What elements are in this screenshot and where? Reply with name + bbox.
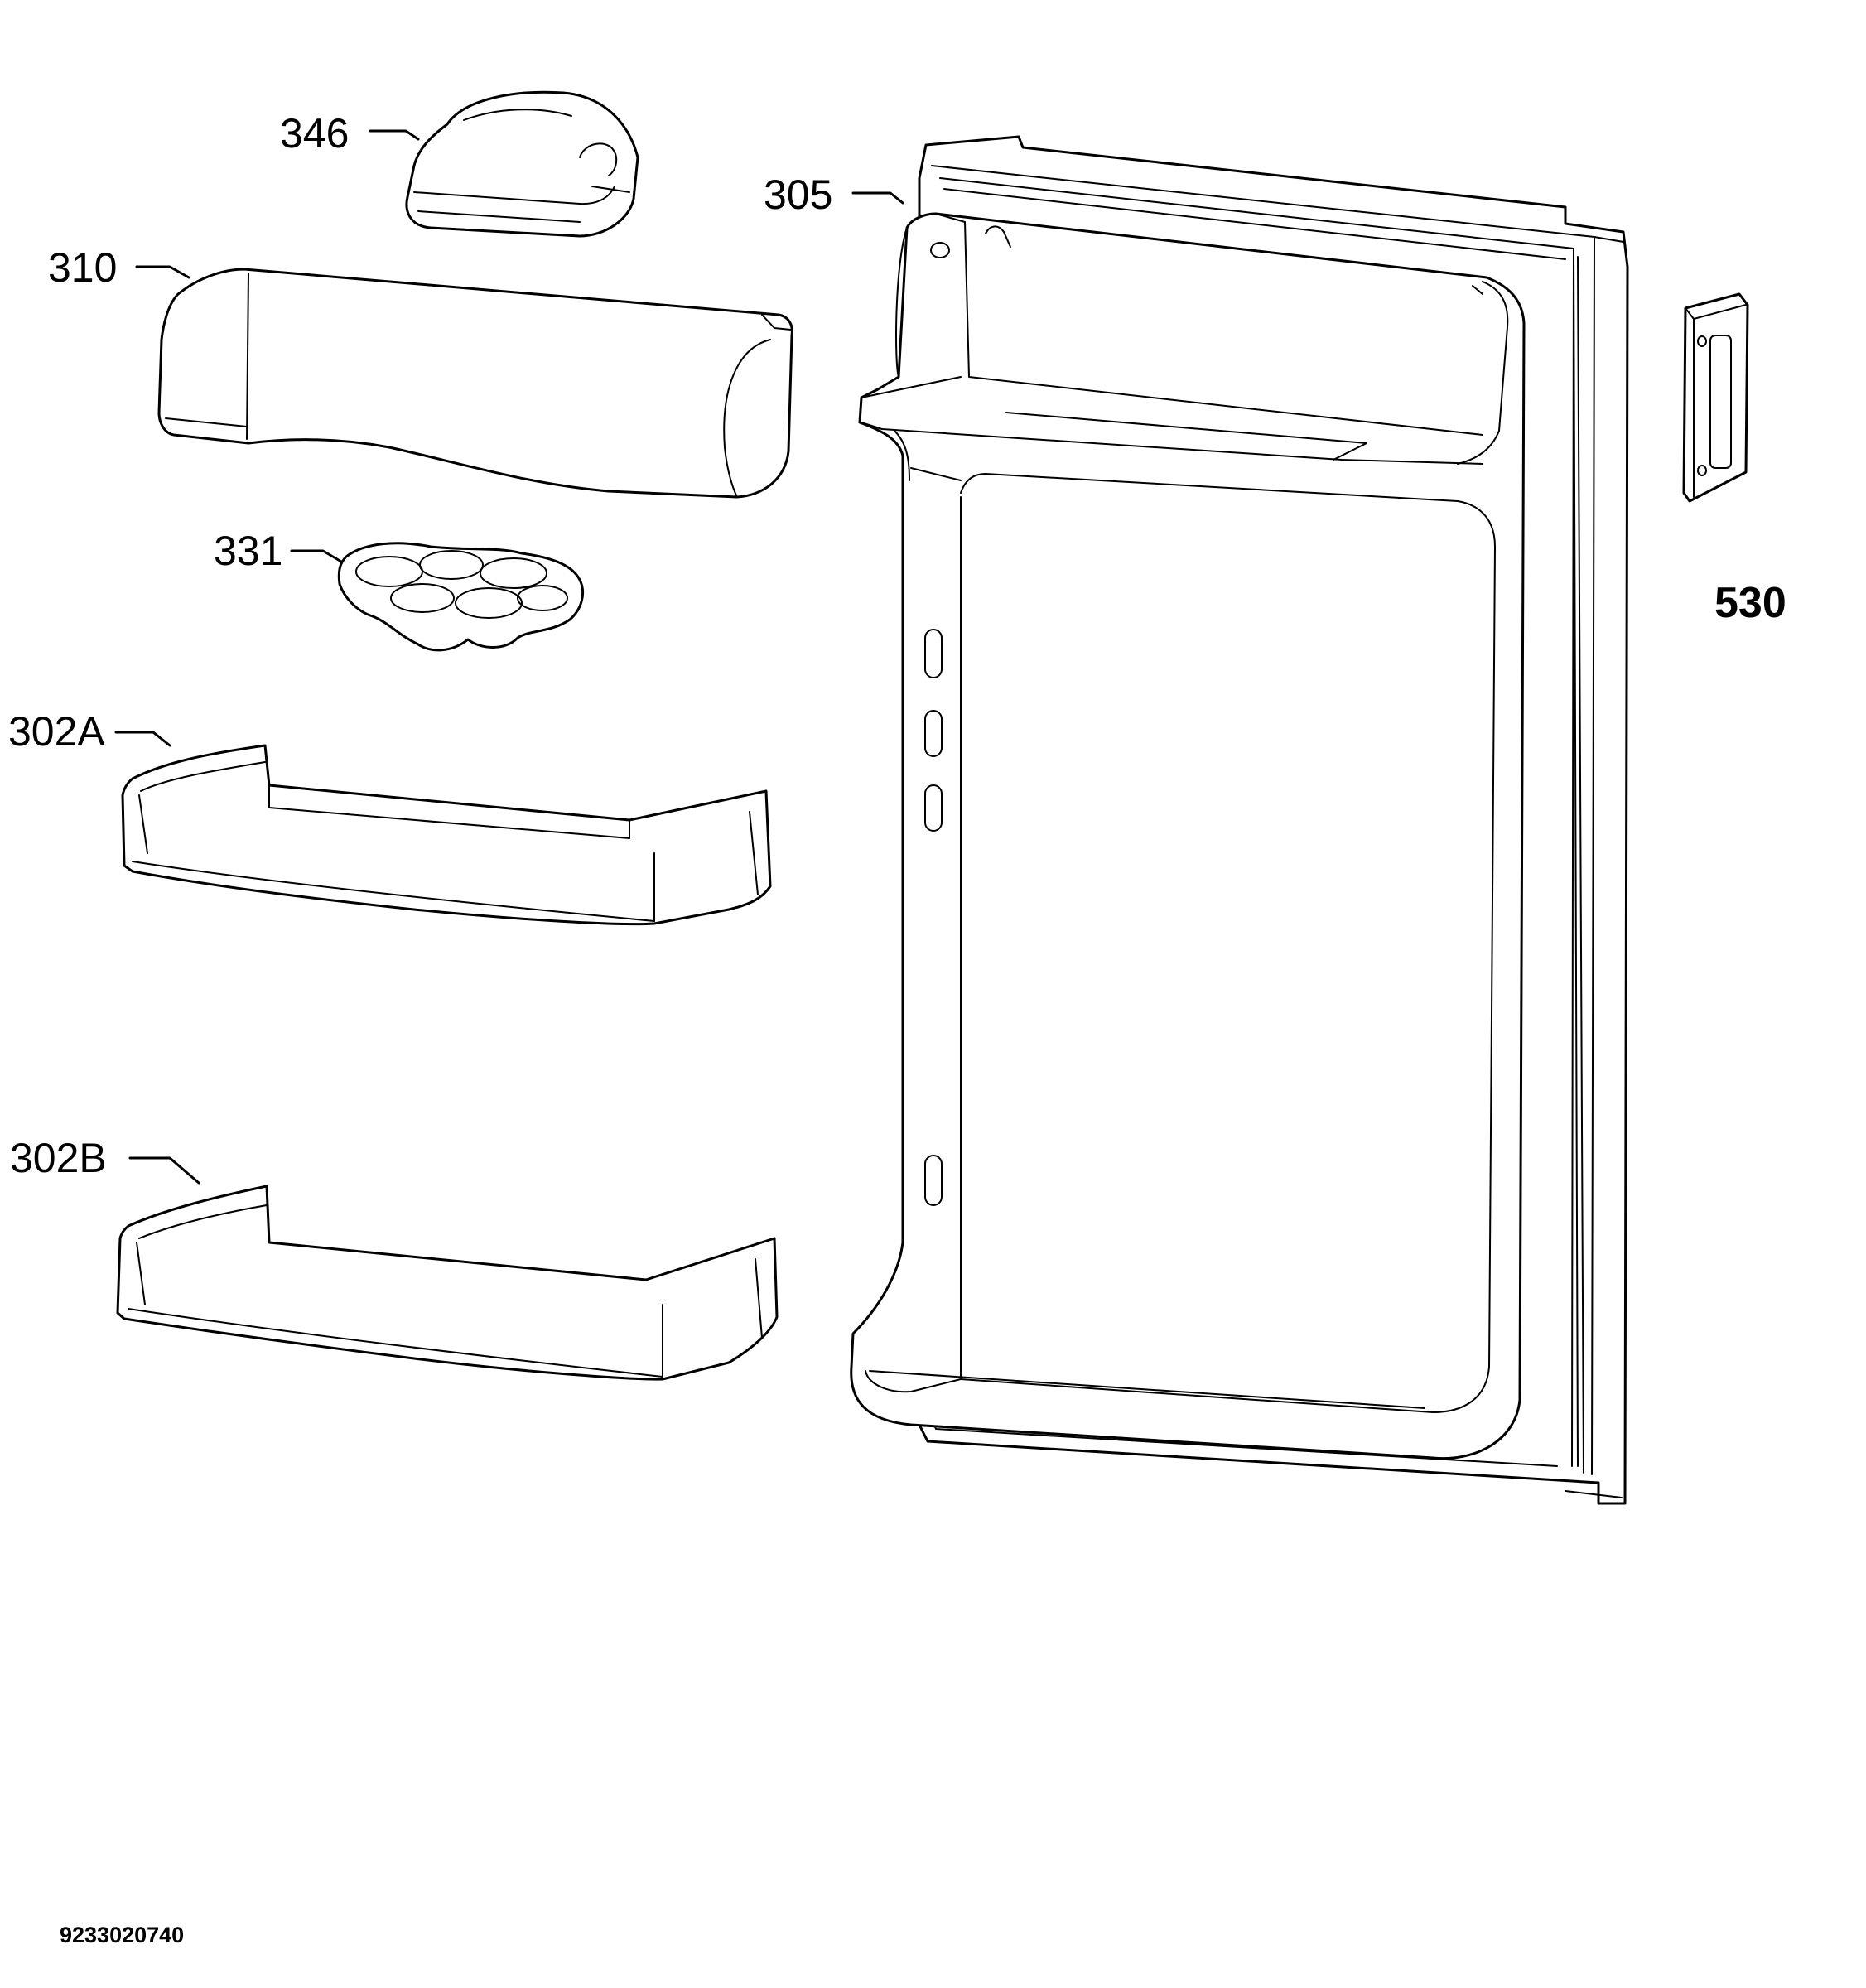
leader-305 [851, 191, 904, 205]
part-331-egg-tray [337, 542, 584, 652]
part-302b-door-bin [116, 1185, 779, 1381]
callout-310: 310 [48, 244, 117, 291]
callout-302a: 302A [8, 708, 105, 755]
document-number: 9233020740 [60, 1923, 184, 1947]
callout-331: 331 [214, 528, 282, 574]
leader-302b [128, 1156, 200, 1185]
part-310-shelf-cover [157, 268, 793, 499]
part-305-door-assembly [850, 135, 1629, 1505]
part-346-cover [405, 90, 639, 238]
leader-331 [290, 549, 343, 563]
leader-310 [135, 265, 190, 279]
callout-346: 346 [280, 110, 349, 157]
part-530-hinge-bracket [1682, 292, 1749, 503]
leader-302a [114, 731, 171, 747]
part-302a-door-bin [121, 744, 772, 926]
callout-302b: 302B [10, 1135, 107, 1181]
callout-305: 305 [764, 171, 832, 218]
leader-346 [369, 129, 420, 141]
callout-530: 530 [1714, 579, 1786, 627]
